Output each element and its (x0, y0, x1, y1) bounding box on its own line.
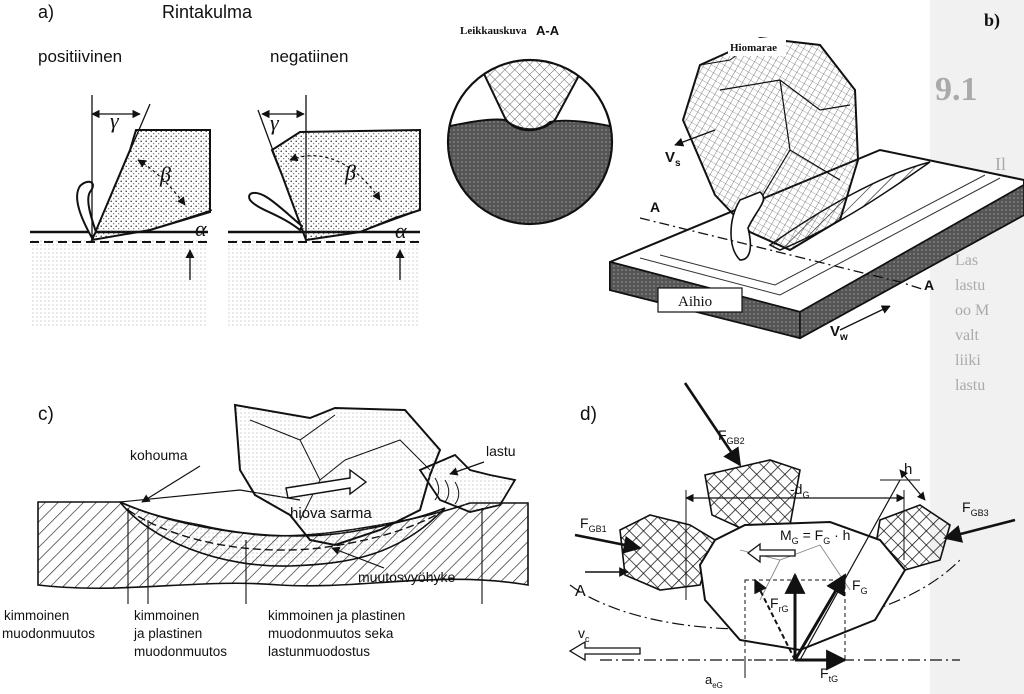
workpiece-left (30, 240, 208, 326)
workpiece-label: Aihio (678, 294, 712, 310)
negative-rake-sketch: γ β α (228, 95, 421, 326)
h-label: h (904, 461, 912, 478)
bond-particle-top (704, 459, 801, 531)
caption-1-line-1: kimmoinen (4, 608, 69, 623)
caption-3-line-2: muodonmuutos seka (268, 626, 394, 641)
chip-right (248, 192, 304, 232)
panel-d: d) -dG h MG = FG · h FG FrG FtG (568, 382, 1016, 690)
chip-left (76, 180, 98, 240)
beta-left: β (159, 162, 171, 187)
grain-left (90, 129, 211, 242)
grain-c (233, 403, 442, 547)
alpha-left: α (195, 216, 207, 241)
panel-a-title: Rintakulma (162, 2, 253, 22)
section-mark-a1: A (650, 199, 660, 215)
caption-2-line-2: ja plastinen (133, 626, 202, 641)
fg-label: FG (852, 577, 868, 596)
grain-label: Hiomarae (730, 42, 777, 54)
edge-text-1: Il (995, 154, 1006, 174)
edge-text-6: valt (955, 327, 980, 344)
panel-b: b) Leikkauskuva A-A Aihio (446, 10, 1024, 343)
hiova-sarma-label: hiova sarma (290, 505, 372, 522)
edge-text-8: lastu (955, 377, 985, 394)
fgb3-label: FGB3 (962, 499, 989, 518)
caption-3-line-3: lastunmuodostus (268, 644, 370, 659)
gamma-left: γ (110, 108, 120, 133)
positive-rake-sketch: γ β α (30, 95, 213, 326)
edge-text-3: Las (955, 252, 978, 269)
deformation-zone (119, 501, 446, 567)
muutosvyohyke-label: muutosvyöhyke (358, 569, 455, 585)
panel-b-label: b) (984, 10, 1000, 31)
panel-d-label: d) (580, 404, 597, 425)
edge-text-7: liiki (955, 352, 981, 369)
panel-a: a) Rintakulma positiivinen negatiinen γ … (30, 2, 421, 326)
bond-particle-left (619, 514, 716, 591)
moment-label: MG = FG · h (780, 527, 850, 546)
gamma-right: γ (270, 110, 280, 135)
a-label: A (575, 583, 586, 600)
edge-text-4: lastu (955, 277, 985, 294)
caption-2-line-1: kimmoinen (134, 608, 199, 623)
workpiece-block: Aihio (609, 148, 1024, 340)
caption-1-line-2: muodonmuutos (2, 626, 95, 641)
section-view-circle (446, 58, 614, 226)
beta-right: β (344, 160, 356, 185)
panel-c-label: c) (38, 404, 54, 425)
alpha-right: α (395, 218, 407, 243)
section-id: A-A (536, 23, 560, 38)
fgb1-label: FGB1 (580, 515, 607, 534)
edge-text-5: oo M (955, 302, 989, 319)
section-mark-a2: A (924, 277, 934, 293)
abrasive-grain: Hiomarae Vs (665, 36, 860, 261)
lastu-label: lastu (486, 443, 516, 459)
edge-text-0: 9.1 (935, 71, 978, 108)
frg-label: FrG (770, 595, 789, 614)
page-edge-bleed: 9.1 Il La Las lastu oo M valt liiki last… (930, 0, 1024, 694)
caption-2-line-3: muodonmuutos (134, 644, 227, 659)
section-title: Leikkauskuva (460, 25, 527, 37)
vw-label: Vw (830, 323, 848, 343)
panel-c: c) hiova sarma kohouma lastu muutosvyöhy… (2, 403, 529, 659)
vc-label: vc (578, 625, 590, 644)
ftg-label: FtG (820, 665, 838, 684)
vs-label: Vs (665, 149, 681, 169)
workpiece-right (228, 240, 420, 326)
kohouma-label: kohouma (130, 447, 188, 463)
chip-c (418, 453, 517, 513)
aeg-label: aeG (705, 672, 723, 690)
panel-a-right-caption: negatiinen (270, 47, 348, 66)
fgb2-label: FGB2 (718, 427, 745, 446)
panel-a-label: a) (38, 2, 54, 22)
caption-3-line-1: kimmoinen ja plastinen (268, 608, 405, 623)
panel-a-left-caption: positiivinen (38, 47, 122, 66)
dg-label: -dG (790, 481, 809, 500)
